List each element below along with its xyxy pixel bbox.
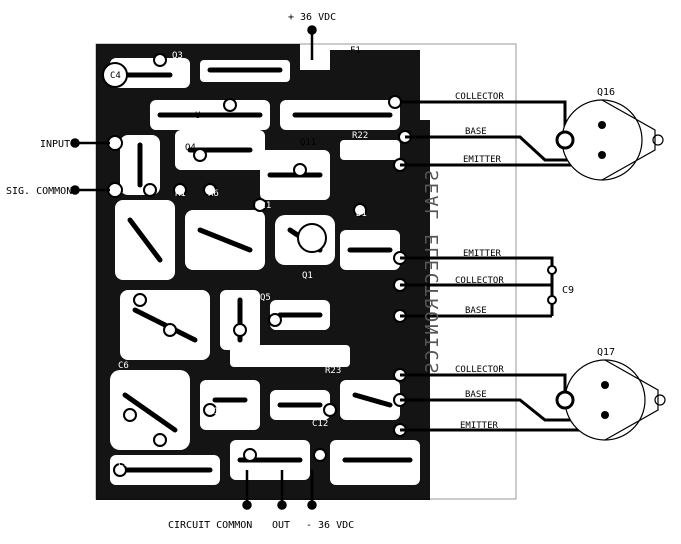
- q17-collector-label: COLLECTOR: [455, 365, 504, 375]
- q16-collector-label: COLLECTOR: [455, 92, 504, 102]
- label-input: INPUT: [40, 139, 70, 150]
- label-r1: R1: [175, 189, 186, 199]
- label-r6: R6: [208, 189, 219, 199]
- label-q5: Q5: [260, 293, 271, 303]
- label-c13: C13: [118, 459, 134, 469]
- lead-out: [277, 470, 287, 510]
- label-c5: C5: [160, 311, 171, 321]
- brand-label: SEAL ELECTRONICS: [422, 170, 443, 375]
- label-r10: R10: [208, 407, 224, 417]
- label-q1: Q1: [302, 271, 313, 281]
- label-u: U: [195, 111, 200, 121]
- label-circuit-common: CIRCUIT COMMON: [168, 520, 252, 531]
- c9-capacitor: [547, 265, 557, 305]
- q16-transistor: [555, 99, 664, 181]
- label-r22b: R22: [362, 383, 378, 393]
- label-q11: Q11: [300, 138, 316, 148]
- c9-label: C9: [562, 285, 574, 296]
- driver-base-label: BASE: [465, 306, 487, 316]
- label-l1: L1: [280, 413, 291, 423]
- label-sig-common: SIG. COMMON: [6, 186, 72, 197]
- etched-areas: [110, 58, 420, 485]
- label-r21: R21: [255, 201, 271, 211]
- label-r23: R23: [325, 366, 341, 376]
- label-c3: C3: [120, 203, 131, 213]
- driver-collector-label: COLLECTOR: [455, 276, 504, 286]
- q17-emitter-label: EMITTER: [460, 421, 499, 431]
- driver-emitter-label: EMITTER: [463, 249, 502, 259]
- lead-sig-common: [70, 185, 110, 195]
- brand-text: SEAL ELECTRONICS: [422, 170, 443, 375]
- label-d1: D1: [356, 209, 367, 219]
- label-c7: C7: [118, 423, 129, 433]
- q17-transistor: [555, 359, 666, 441]
- label-neg-supply: - 36 VDC: [306, 520, 354, 531]
- q16-base-label: BASE: [465, 127, 487, 137]
- q17-base-label: BASE: [465, 390, 487, 400]
- label-r22a: R22: [352, 131, 368, 141]
- lead-input: [70, 138, 110, 148]
- label-out: OUT: [272, 520, 290, 531]
- traces: [112, 67, 413, 473]
- label-c6: C6: [118, 361, 129, 371]
- label-c12: C12: [312, 419, 328, 429]
- q16-emitter-label: EMITTER: [463, 155, 502, 165]
- label-pos-supply: + 36 VDC: [288, 12, 336, 23]
- label-f1: F1: [350, 46, 361, 56]
- label-c4: C4: [110, 71, 121, 81]
- lead-neg-supply: [307, 470, 317, 510]
- q17-name: Q17: [597, 347, 615, 358]
- q16-name: Q16: [597, 87, 615, 98]
- label-q3: Q3: [172, 51, 183, 61]
- lead-circuit-common: [242, 470, 252, 510]
- silkscreen-labels: C4 F1 Q3 U Q4 C3 R22 R21 Q11 Q1 R1 R6 C5…: [110, 46, 378, 469]
- label-q4: Q4: [185, 143, 196, 153]
- lead-pos-supply: [307, 25, 317, 60]
